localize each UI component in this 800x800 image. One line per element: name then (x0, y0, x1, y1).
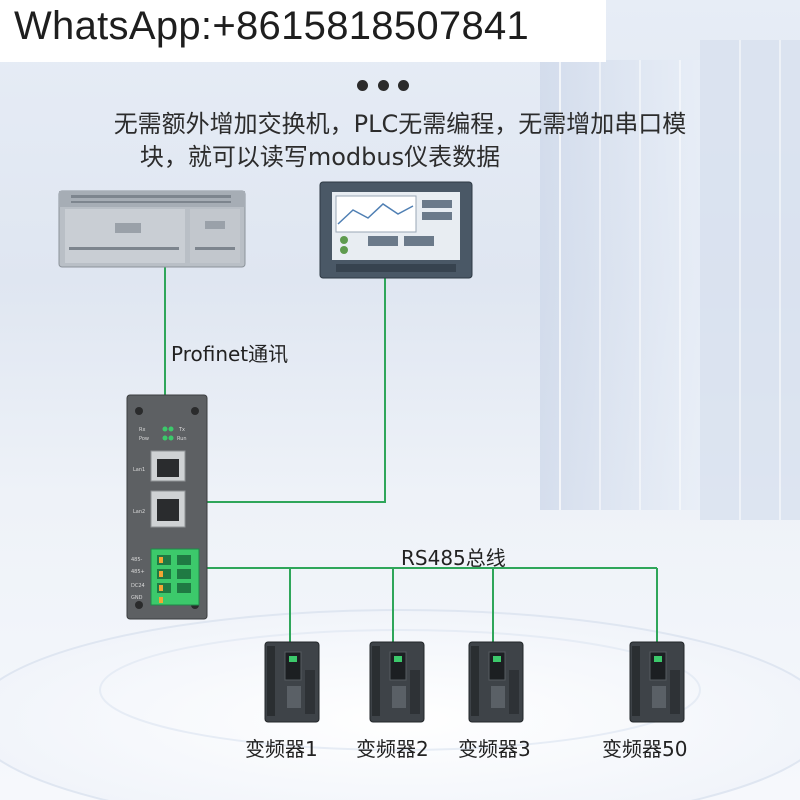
hmi-touch-panel (319, 181, 473, 279)
frequency-drive-1 (264, 641, 320, 723)
port-label-lan1: Lan1 (133, 467, 145, 473)
terminal-label-485-minus: 485- (131, 557, 143, 563)
led-label-rx: Rx (139, 427, 145, 433)
led-label-tx: Tx (178, 427, 185, 433)
modbus-gateway-device: Rx Tx Pow Run Lan1 Lan2 485- 485+ DC24 G… (126, 394, 208, 620)
description-line-2: 块，就可以读写modbus仪表数据 (139, 143, 501, 171)
terminal-label-gnd: GND (131, 595, 143, 601)
profinet-label: Profinet通讯 (171, 342, 289, 366)
led-label-pow: Pow (139, 436, 149, 442)
drive-label-1: 变频器1 (245, 737, 318, 761)
drive-label-3: 变频器3 (458, 737, 531, 761)
frequency-drive-50 (629, 641, 685, 723)
plc-device (58, 190, 246, 268)
frequency-drive-2 (369, 641, 425, 723)
whatsapp-contact-text: WhatsApp:+8615818507841 (14, 4, 530, 48)
terminal-label-485-plus: 485+ (131, 569, 145, 575)
drive-label-50: 变频器50 (602, 737, 688, 761)
frequency-drive-3 (468, 641, 524, 723)
profinet-line-hmi (207, 272, 386, 503)
port-label-lan2: Lan2 (133, 509, 145, 515)
contact-banner: WhatsApp:+8615818507841 (0, 0, 606, 62)
rs485-bus-label: RS485总线 (401, 546, 506, 570)
led-label-run: Run (177, 436, 187, 442)
ellipsis-icon (357, 80, 409, 94)
terminal-label-dc24: DC24 (131, 583, 145, 589)
description-line-1: 无需额外增加交换机，PLC无需编程，无需增加串口模 (113, 110, 687, 138)
drive-label-2: 变频器2 (356, 737, 429, 761)
